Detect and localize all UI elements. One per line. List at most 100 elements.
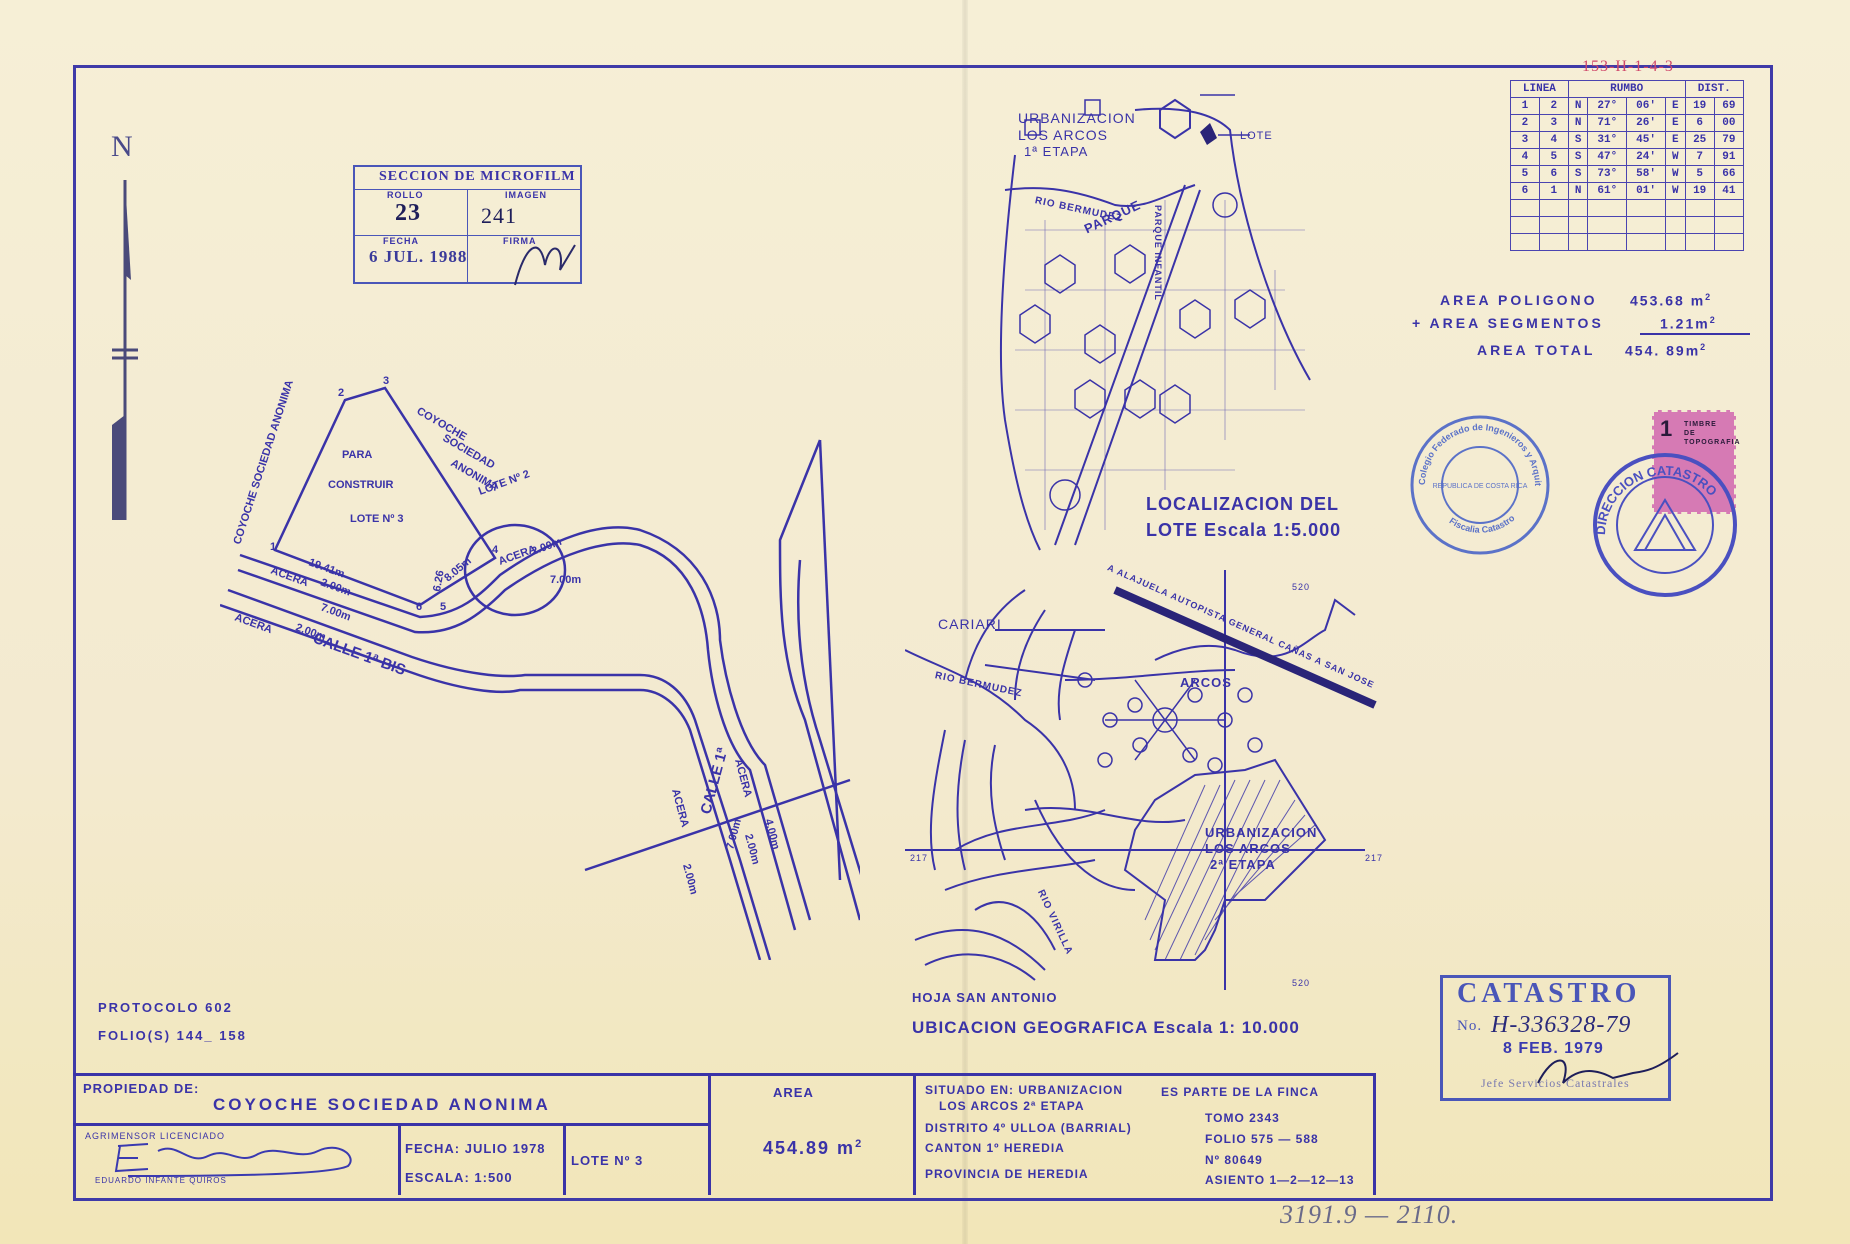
survey-cell-deg: 61° <box>1587 182 1628 200</box>
catastro-title: CATASTRO <box>1457 978 1641 1009</box>
point-3: 3 <box>383 375 389 387</box>
north-label: N <box>111 130 134 163</box>
autopista-line <box>1113 586 1377 709</box>
ubicacion-title: UBICACION GEOGRAFICA Escala 1: 10.000 <box>912 1018 1300 1037</box>
survey-cell-d1: 19 <box>1684 97 1715 115</box>
right-lote-label: LOTE Nº 2 <box>477 468 531 498</box>
survey-cell-from: 3 <box>1510 131 1540 149</box>
survey-cell-d2: 66 <box>1713 165 1745 183</box>
ubi-urb2-line3: 2ª ETAPA <box>1210 857 1276 872</box>
area-poligono-label: AREA POLIGONO <box>1440 292 1598 308</box>
left-owner-label: COYOCHE SOCIEDAD ANONIMA <box>231 379 296 546</box>
fecha-value: 6 JUL. 1988 <box>369 247 468 266</box>
loc-urb-line2: LOS ARCOS <box>1018 127 1108 143</box>
survey-cell-d2: 00 <box>1713 114 1745 132</box>
survey-header: DIST. <box>1684 80 1745 98</box>
loc-parque-infantil-label: PARQUE INFANTIL <box>1153 205 1163 301</box>
ubi-urb2-line1: URBANIZACION <box>1205 825 1318 840</box>
survey-cell-ns: S <box>1567 165 1589 183</box>
catastro-signature <box>1537 1052 1679 1084</box>
survey-cell-deg: 47° <box>1587 148 1628 166</box>
fold-line <box>962 0 968 1244</box>
area-total-label: AREA TOTAL <box>1477 342 1596 358</box>
title-block: PROPIEDAD DE: COYOCHE SOCIEDAD ANONIMA A… <box>73 1073 1376 1195</box>
survey-cell-ns: N <box>1567 182 1589 200</box>
geographic-map <box>905 570 1377 990</box>
area-segmentos-label: + AREA SEGMENTOS <box>1412 315 1604 331</box>
microfilm-title: SECCION DE MICROFILM <box>379 169 576 184</box>
folios: FOLIO(S) 144_ 158 <box>98 1028 247 1043</box>
survey-cell-min: 24' <box>1626 148 1666 166</box>
survey-cell-deg: 71° <box>1587 114 1628 132</box>
asiento: ASIENTO 1—2—12—13 <box>1205 1173 1355 1187</box>
numero: Nº 80649 <box>1205 1153 1263 1167</box>
firma-label: FIRMA <box>503 236 537 246</box>
survey-cell-from: 6 <box>1510 182 1540 200</box>
timbre-number: 1 <box>1660 416 1674 441</box>
survey-cell-d2: 79 <box>1713 131 1745 149</box>
lot-label-construir: CONSTRUIR <box>328 479 393 491</box>
timbre-label: TIMBRE DE TOPOGRAFIA <box>1684 421 1741 446</box>
distrito: DISTRITO 4º ULLOA (BARRIAL) <box>925 1121 1132 1135</box>
lot-label-para: PARA <box>342 449 372 461</box>
survey-cell-min: 45' <box>1626 131 1666 149</box>
survey-cell-from: 1 <box>1510 97 1540 115</box>
survey-cell-d1: 25 <box>1684 131 1715 149</box>
area-value: 454.89 m2 <box>763 1138 864 1158</box>
propietario: COYOCHE SOCIEDAD ANONIMA <box>213 1095 551 1114</box>
microfilm-stamp: SECCION DE MICROFILM ROLLO 23 IMAGEN 241… <box>353 165 582 286</box>
dim-626: 6.26 <box>431 569 447 592</box>
survey-cell-d1: 5 <box>1684 165 1715 183</box>
point-4: 4 <box>492 544 499 556</box>
propiedad-label: PROPIEDAD DE: <box>83 1081 200 1096</box>
escala: ESCALA: 1:500 <box>405 1170 513 1185</box>
dim-200-a: 2.00m <box>319 577 353 599</box>
survey-cell-ns: N <box>1567 114 1589 132</box>
ubi-urb2-line2: LOS ARCOS <box>1205 841 1291 856</box>
survey-cell-d2: 69 <box>1713 97 1745 115</box>
survey-cell-ew: E <box>1664 97 1686 115</box>
catastro-stamp: CATASTRO No. H-336328-79 8 FEB. 1979 Jef… <box>1440 975 1679 1101</box>
survey-cell-ns: N <box>1567 97 1589 115</box>
survey-cell-to: 2 <box>1538 97 1569 115</box>
imagen-label: IMAGEN <box>505 190 547 200</box>
urbanizacion-2-area <box>1123 758 1327 961</box>
survey-cell-ns: S <box>1567 131 1589 149</box>
survey-cell-d1: 6 <box>1684 114 1715 132</box>
street-label-calle: CALLE 1ª <box>697 745 731 816</box>
survey-cell-ew: W <box>1664 182 1686 200</box>
ubi-grid-top: 520 <box>1292 582 1311 592</box>
point-2: 2 <box>338 387 344 399</box>
survey-cell-min: 26' <box>1626 114 1666 132</box>
survey-cell-ew: E <box>1664 131 1686 149</box>
survey-cell-d2: 91 <box>1713 148 1745 166</box>
survey-cell-deg: 31° <box>1587 131 1628 149</box>
catastro-footer: Jefe Servicios Catastrales <box>1481 1076 1630 1090</box>
lote-marker <box>1200 123 1217 145</box>
dim-200-c: 2.00m <box>530 536 564 558</box>
area-sum-line <box>1640 333 1750 335</box>
loc-urb-line3: 1ª ETAPA <box>1024 144 1089 159</box>
situado-2: LOS ARCOS 2ª ETAPA <box>939 1099 1085 1113</box>
survey-cell-d1: 19 <box>1684 182 1715 200</box>
catastro-number: H-336328-79 <box>1491 1012 1632 1038</box>
survey-cell-d2: 41 <box>1713 182 1745 200</box>
catastro-date: 8 FEB. 1979 <box>1503 1040 1604 1057</box>
catastro-no-label: No. <box>1457 1018 1483 1034</box>
point-6: 6 <box>416 601 422 613</box>
location-map <box>999 94 1311 551</box>
agrimensor-name: EDUARDO INFANTE QUIROS <box>95 1176 227 1185</box>
fecha: FECHA: JULIO 1978 <box>405 1141 546 1156</box>
protocolo: PROTOCOLO 602 <box>98 1000 233 1015</box>
dim-400: 4.00m <box>762 818 782 851</box>
localizacion-title-2: LOTE Escala 1:5.000 <box>1146 520 1342 540</box>
colegio-seal: Colegio Federado de Ingenieros y Arquite… <box>1405 410 1550 555</box>
acera-label-4: ACERA <box>669 788 691 829</box>
point-5: 5 <box>440 601 446 613</box>
survey-cell-to: 3 <box>1538 114 1569 132</box>
canton: CANTON 1º HEREDIA <box>925 1141 1065 1155</box>
